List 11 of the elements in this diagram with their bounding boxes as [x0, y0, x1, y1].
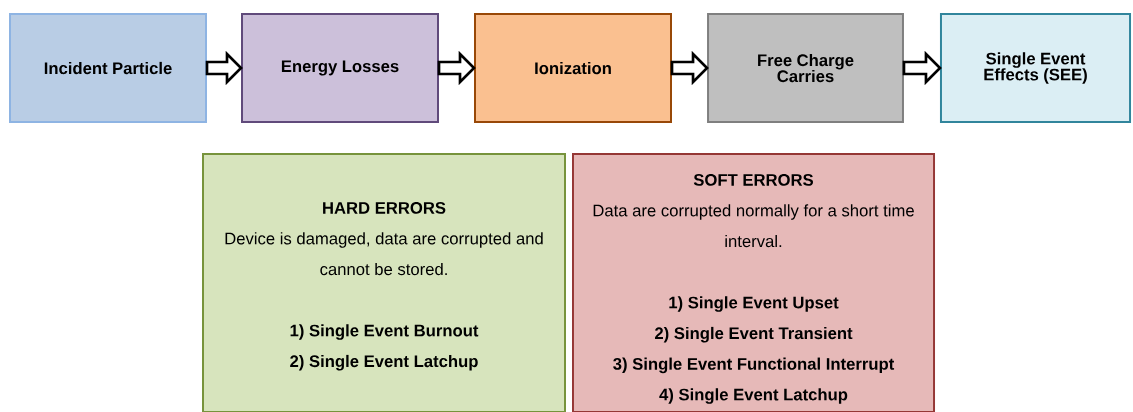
- block-arrow: [902, 50, 942, 86]
- process-box: Free Charge Carries: [707, 13, 904, 123]
- process-box: Single Event Effects (SEE): [939, 13, 1132, 123]
- error-panel: SOFT ERRORS Data are corrupted normally for a short time interval. 1) Single Event Upset 2) Single Event Transient 3) Single Event Functional Interrupt 4) Single Event Latchup: [571, 153, 936, 412]
- block-arrow: [670, 50, 709, 86]
- block-arrow: [205, 50, 243, 86]
- process-box: Incident Particle: [9, 13, 207, 123]
- process-box: Ionization: [474, 13, 672, 123]
- block-arrow: [437, 50, 476, 86]
- error-panel: HARD ERRORS Device is damaged, data are corrupted and cannot be stored. 1) Single Event Burnout 2) Single Event Latchup: [202, 153, 566, 412]
- process-box: Energy Losses: [241, 13, 439, 123]
